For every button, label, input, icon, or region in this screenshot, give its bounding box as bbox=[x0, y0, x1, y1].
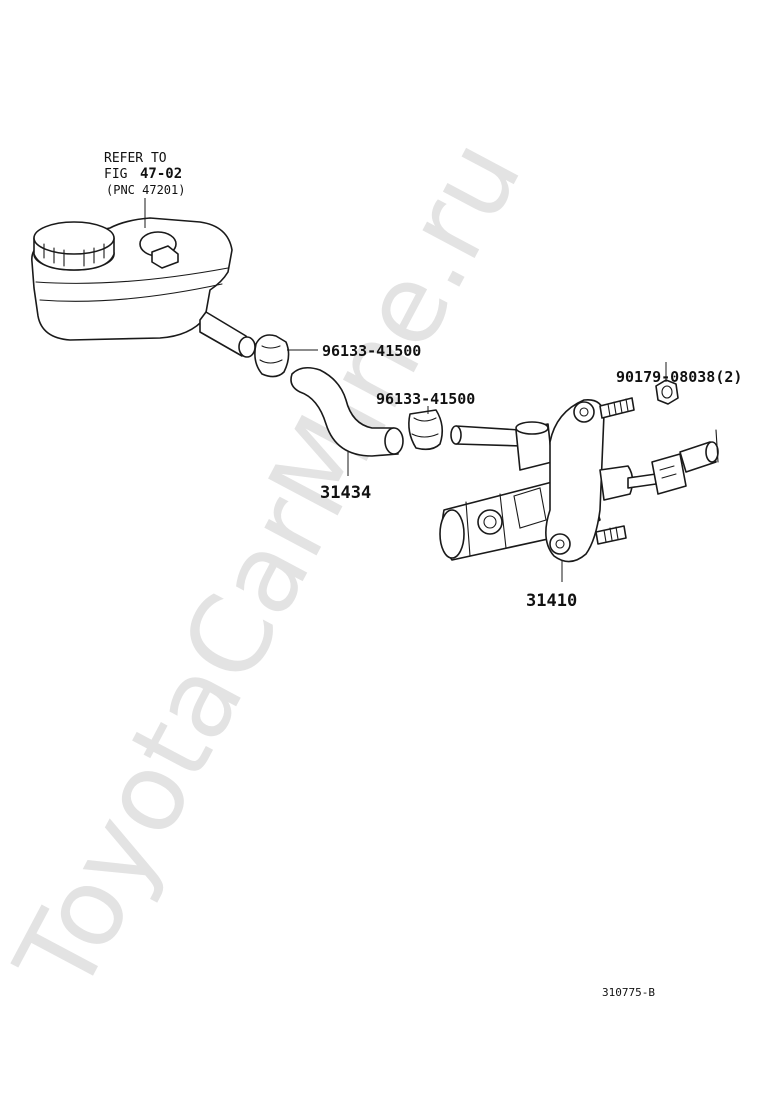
fluid-hose bbox=[290, 366, 404, 457]
illustration-id: 310775-B bbox=[602, 986, 655, 999]
callout-master-cylinder: 31410 bbox=[526, 591, 577, 611]
callout-nut: 90179-08038(2) bbox=[616, 368, 742, 386]
callout-clip-lower: 96133-41500 bbox=[376, 390, 475, 408]
reference-line-1: REFER TO bbox=[104, 151, 167, 166]
callout-clip-upper: 96133-41500 bbox=[322, 342, 421, 360]
reference-fig-number: 47-02 bbox=[140, 166, 182, 182]
reference-line-3: (PNC 47201) bbox=[106, 183, 185, 197]
reservoir-tank bbox=[31, 217, 256, 358]
hose-clip-lower bbox=[408, 409, 444, 451]
hose-clip-upper bbox=[254, 334, 290, 378]
callout-hose: 31434 bbox=[320, 483, 371, 503]
clutch-master-cylinder bbox=[439, 397, 719, 563]
reference-line-2-prefix: FIG bbox=[104, 167, 128, 182]
